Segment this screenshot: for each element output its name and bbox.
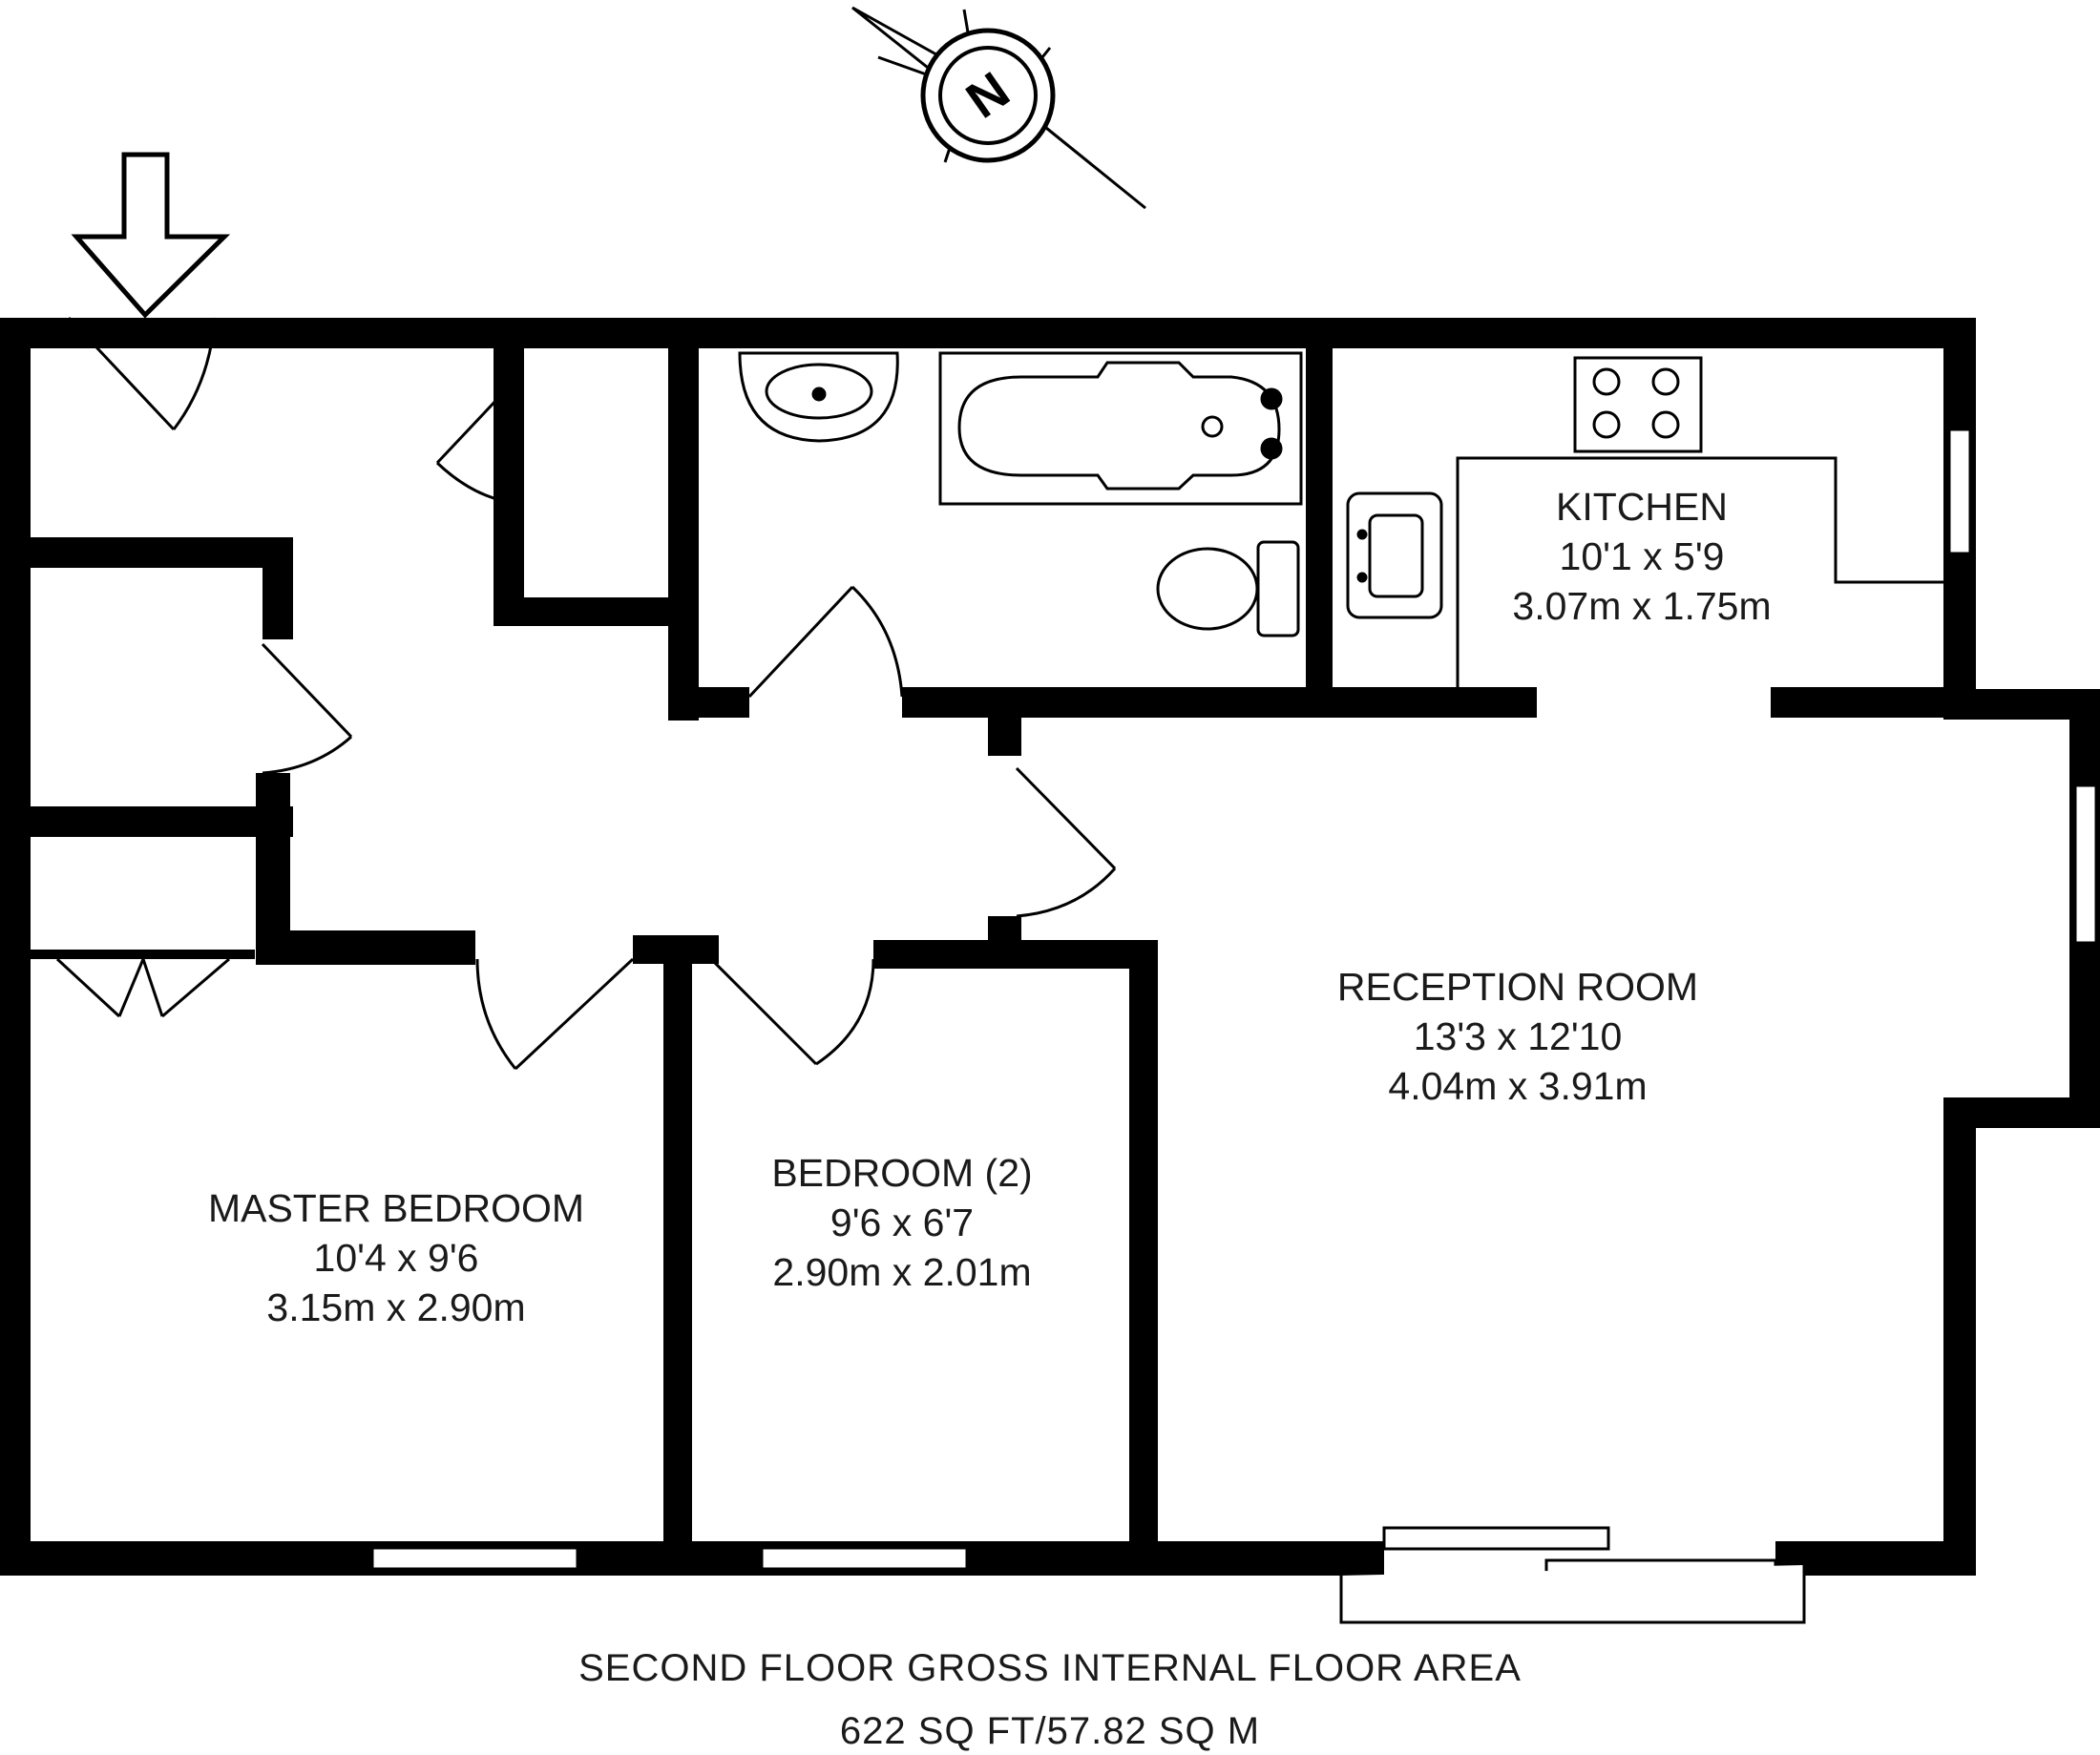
windows — [370, 428, 2098, 1624]
bedroom2-metric: 2.90m x 2.01m — [772, 1250, 1032, 1294]
kitchen-metric: 3.07m x 1.75m — [1512, 584, 1772, 628]
reception-name: RECEPTION ROOM — [1336, 965, 1699, 1009]
bedroom2-name: BEDROOM (2) — [771, 1151, 1033, 1195]
doors — [55, 316, 1117, 1071]
fixtures — [738, 351, 1943, 689]
kitchen-imperial: 10'1 x 5'9 — [1559, 534, 1725, 578]
basin-icon — [738, 351, 899, 443]
hob-icon — [1573, 356, 1703, 453]
kitchen-sink-icon — [1346, 491, 1443, 619]
master-bedroom-imperial: 10'4 x 9'6 — [313, 1236, 479, 1280]
bath-icon — [938, 351, 1303, 506]
floor-area-value: 622 SQ FT/57.82 SQ M — [839, 1710, 1261, 1752]
bedroom2-imperial: 9'6 x 6'7 — [830, 1201, 975, 1244]
master-bedroom-metric: 3.15m x 2.90m — [266, 1285, 526, 1329]
reception-label: RECEPTION ROOM 13'3 x 12'10 4.04m x 3.91… — [1317, 962, 1718, 1111]
kitchen-name: KITCHEN — [1556, 485, 1728, 529]
entrance-arrow-icon — [71, 152, 231, 319]
master-bedroom-label: MASTER BEDROOM 10'4 x 9'6 3.15m x 2.90m — [181, 1183, 611, 1332]
kitchen-label: KITCHEN 10'1 x 5'9 3.07m x 1.75m — [1489, 482, 1795, 631]
master-bedroom-name: MASTER BEDROOM — [207, 1186, 585, 1230]
reception-metric: 4.04m x 3.91m — [1388, 1064, 1648, 1108]
reception-imperial: 13'3 x 12'10 — [1413, 1014, 1623, 1058]
floor-area-title: SECOND FLOOR GROSS INTERNAL FLOOR AREA — [578, 1647, 1522, 1689]
toilet-icon — [1256, 540, 1300, 637]
north-compass-icon: N — [851, 6, 1146, 210]
bedroom2-label: BEDROOM (2) 9'6 x 6'7 2.90m x 2.01m — [725, 1148, 1079, 1297]
walls — [0, 318, 2100, 1576]
